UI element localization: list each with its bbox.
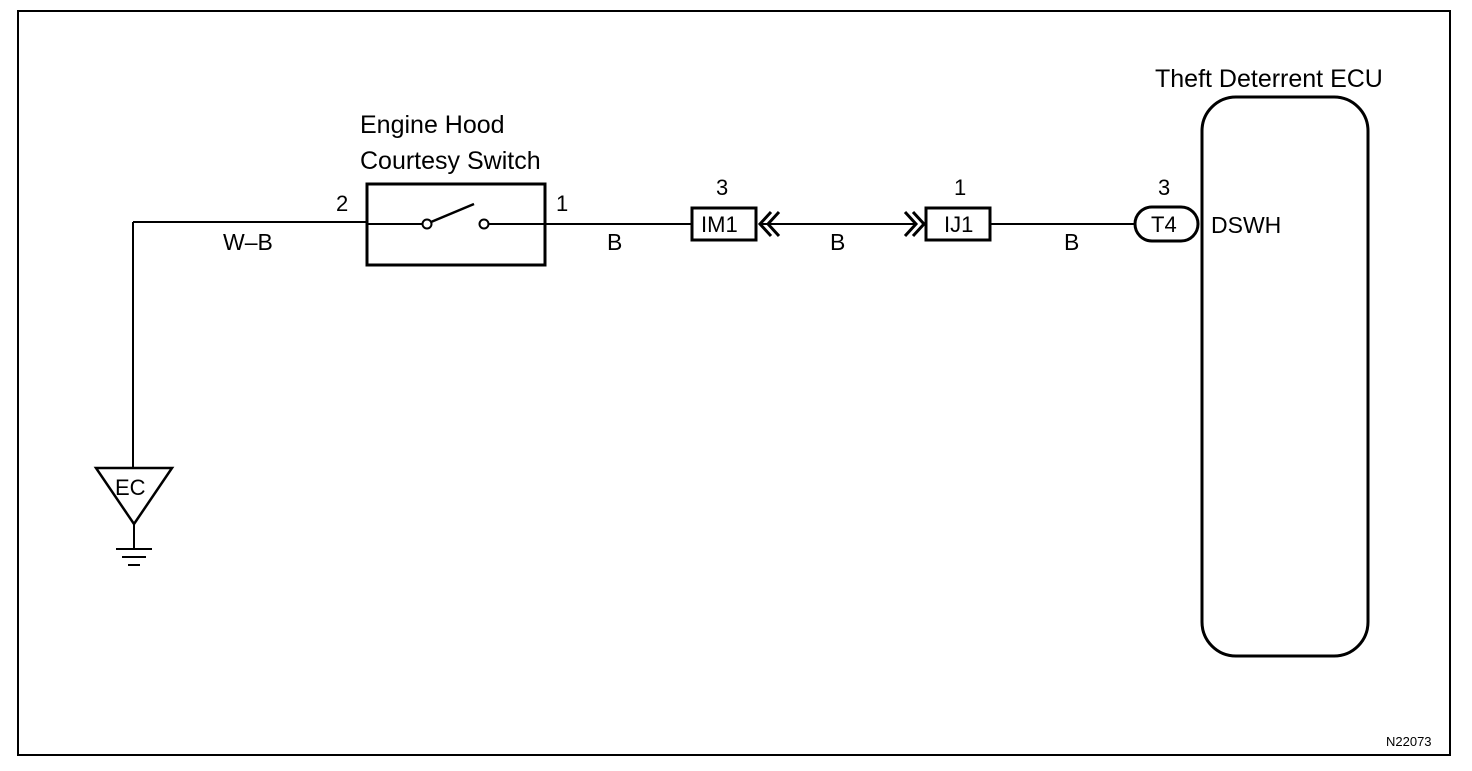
switch-pin-right: 1 <box>556 191 568 216</box>
switch-label-line2: Courtesy Switch <box>360 147 541 175</box>
t4-pin: 3 <box>1158 175 1170 200</box>
diagram-frame <box>17 10 1451 756</box>
wire-label-w-b: W–B <box>223 229 273 255</box>
ground-icon <box>116 548 152 566</box>
im1-connector-label: IM1 <box>701 212 738 237</box>
wire-label-b-2: B <box>830 229 845 255</box>
switch-contact-right <box>478 218 490 230</box>
ij1-pin: 1 <box>954 175 966 200</box>
wire-label-b-1: B <box>607 229 622 255</box>
ground-point-triangle <box>93 466 175 527</box>
ij1-connector-label: IJ1 <box>944 212 973 237</box>
switch-label-line1: Engine Hood <box>360 111 505 139</box>
ecu-label: Theft Deterrent ECU <box>1155 65 1383 93</box>
wire-label-b-3: B <box>1064 229 1079 255</box>
ij1-connector-chevron-icon <box>903 210 927 238</box>
switch-contact-left <box>421 218 433 230</box>
ecu-terminal-dswh: DSWH <box>1211 212 1281 238</box>
ecu-box <box>1200 95 1370 658</box>
switch-pin-left: 2 <box>336 191 348 216</box>
switch-blade <box>430 202 475 224</box>
figure-code: N22073 <box>1386 734 1432 749</box>
im1-pin: 3 <box>716 175 728 200</box>
t4-connector-label: T4 <box>1151 212 1177 237</box>
t4-connector-oval <box>1133 205 1200 243</box>
ground-point-label: EC <box>115 475 146 500</box>
im1-connector-box <box>690 206 758 242</box>
